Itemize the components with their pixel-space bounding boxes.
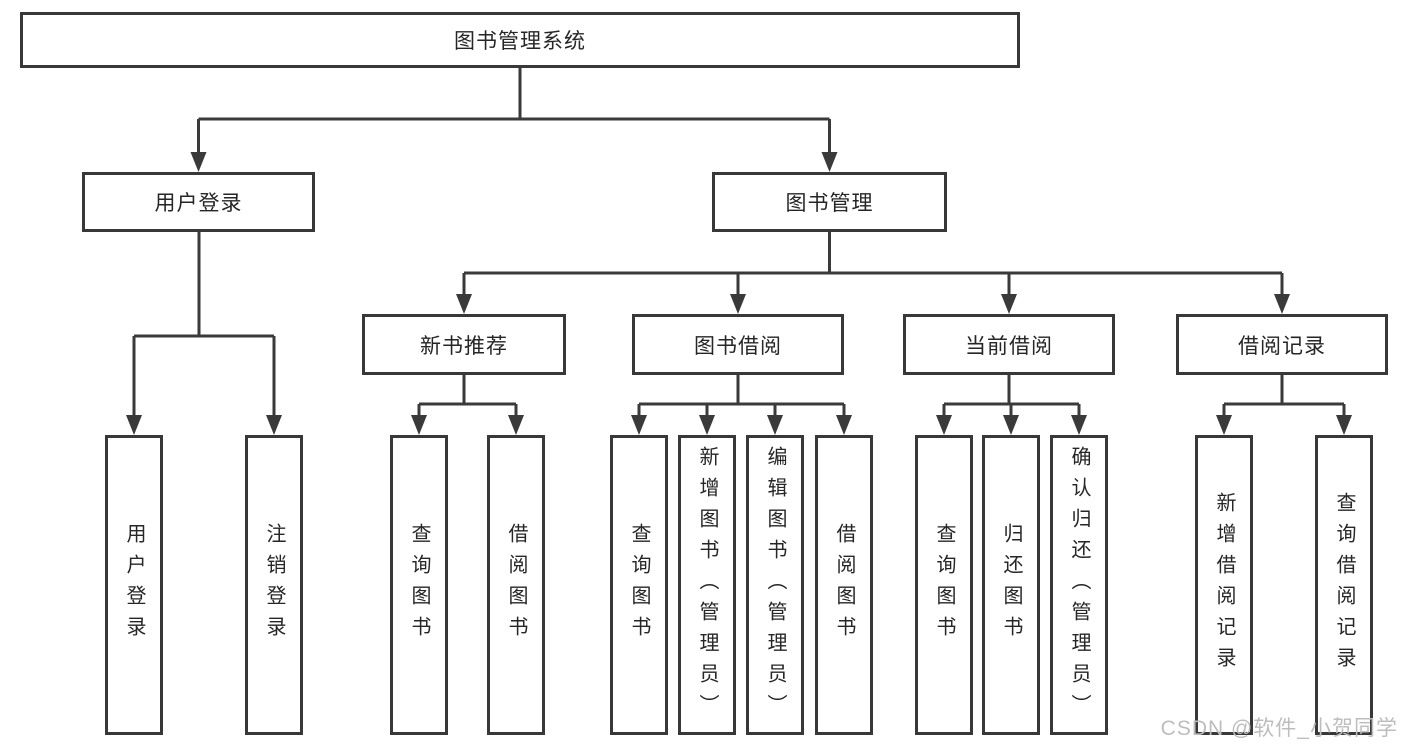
leaf-node-label: 确认归还（管理员） — [1068, 445, 1090, 725]
category-node-label: 图书借阅 — [694, 334, 782, 358]
branch-node-label: 图书管理 — [785, 192, 874, 215]
leaf-node-label: 借阅图书 — [505, 523, 527, 647]
category-node-label: 新书推荐 — [420, 334, 508, 358]
connector-user-login-to-leaves — [126, 232, 282, 435]
root-node-library-system: 图书管理系统 — [20, 12, 1020, 68]
leaf-node-label: 借阅图书 — [833, 523, 855, 647]
leaf-node-label: 注销登录 — [263, 523, 285, 647]
category-node-new-book-recommendation: 新书推荐 — [362, 314, 566, 375]
connector-book-mgmt-to-categories — [456, 232, 1290, 314]
category-node-book-borrowing: 图书借阅 — [632, 314, 844, 375]
branch-node-label: 用户登录 — [154, 192, 243, 215]
connector-root-to-branches — [190, 68, 838, 172]
leaf-node-label: 编辑图书（管理员） — [764, 445, 786, 725]
leaf-node-query-books: 查询图书 — [610, 435, 668, 735]
leaf-node-query-borrow-record: 查询借阅记录 — [1315, 435, 1373, 735]
connector-records-to-leaves — [1216, 375, 1352, 435]
leaf-node-label: 查询图书 — [408, 523, 430, 647]
leaf-node-query-books: 查询图书 — [390, 435, 448, 735]
leaf-node-label: 查询图书 — [628, 523, 650, 647]
root-node-label: 图书管理系统 — [454, 30, 586, 53]
category-node-label: 借阅记录 — [1238, 334, 1326, 358]
leaf-node-label: 查询图书 — [933, 523, 955, 647]
branch-node-user-login: 用户登录 — [82, 172, 315, 232]
leaf-node-edit-books-admin: 编辑图书（管理员） — [746, 435, 804, 735]
leaf-node-label: 查询借阅记录 — [1333, 492, 1355, 678]
leaf-node-borrow-books: 借阅图书 — [487, 435, 545, 735]
category-node-label: 当前借阅 — [965, 334, 1053, 358]
leaf-node-logout: 注销登录 — [245, 435, 303, 735]
leaf-node-confirm-return-admin: 确认归还（管理员） — [1050, 435, 1108, 735]
leaf-node-label: 新增借阅记录 — [1213, 492, 1235, 678]
category-node-current-borrowing: 当前借阅 — [903, 314, 1115, 375]
connector-current-borrow-to-leaves — [936, 375, 1087, 435]
leaf-node-add-borrow-record: 新增借阅记录 — [1195, 435, 1253, 735]
leaf-node-user-login: 用户登录 — [105, 435, 163, 735]
category-node-borrowing-records: 借阅记录 — [1176, 314, 1388, 375]
leaf-node-add-books-admin: 新增图书（管理员） — [678, 435, 736, 735]
csdn-watermark: CSDN @软件_小贺同学 — [1160, 717, 1398, 740]
leaf-node-label: 用户登录 — [123, 523, 145, 647]
branch-node-book-management: 图书管理 — [712, 172, 947, 232]
leaf-node-label: 归还图书 — [1000, 523, 1022, 647]
leaf-node-borrow-books: 借阅图书 — [815, 435, 873, 735]
connector-book-borrow-to-leaves — [631, 375, 852, 435]
connector-new-book-to-leaves — [411, 375, 524, 435]
leaf-node-query-books: 查询图书 — [915, 435, 973, 735]
leaf-node-return-books: 归还图书 — [982, 435, 1040, 735]
leaf-node-label: 新增图书（管理员） — [696, 445, 718, 725]
